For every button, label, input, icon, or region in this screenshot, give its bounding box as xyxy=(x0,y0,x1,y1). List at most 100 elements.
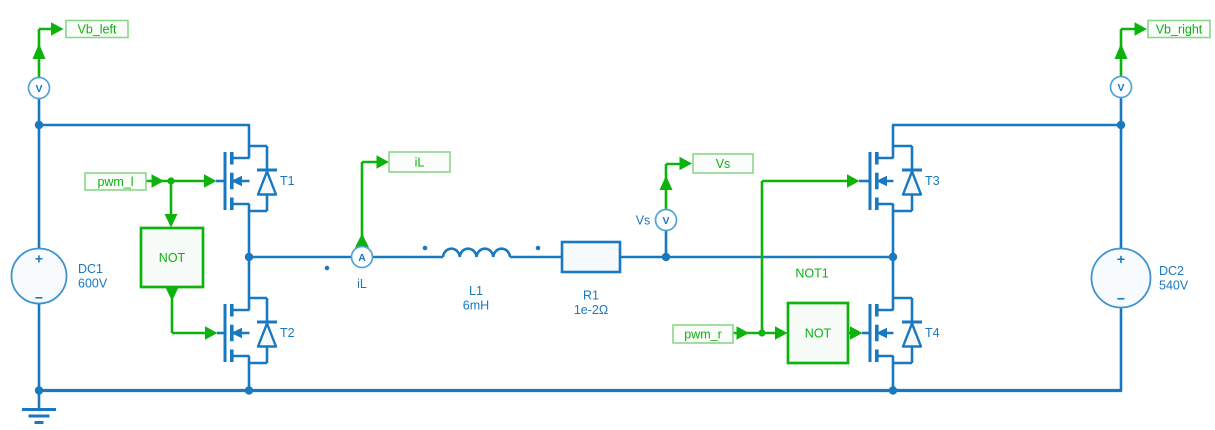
vb-right-text: Vb_right xyxy=(1156,23,1203,37)
r1-box-icon xyxy=(560,240,622,274)
dc2-minus-sign: − xyxy=(1117,291,1125,307)
arrow-right-icon xyxy=(51,22,64,36)
junction-dot xyxy=(244,252,254,262)
il-box xyxy=(388,151,451,173)
signal-label-il[interactable]: iL xyxy=(388,151,451,173)
not1-name-label: NOT1 xyxy=(795,267,828,281)
voltmeter-left-letter: V xyxy=(35,83,42,95)
t1-source-arrow-icon xyxy=(231,175,242,187)
mosfet-t2[interactable]: T2 xyxy=(223,296,295,365)
signal-arrowheads xyxy=(32,22,1147,340)
r1-name-label: R1 xyxy=(583,289,599,303)
voltmeter-vs-letter: V xyxy=(662,215,669,227)
vb-left-text: Vb_left xyxy=(78,23,117,37)
dc-source-dc2[interactable]: + − DC2 540V xyxy=(1090,247,1189,309)
arrow-right-icon xyxy=(205,326,218,340)
pwm-l-wire xyxy=(146,179,206,215)
voltmeter-left[interactable]: V xyxy=(27,76,51,100)
voltmeter-vs-name-label: Vs xyxy=(636,214,651,228)
not-left-box-icon xyxy=(139,226,205,289)
voltmeter-right-circle-icon xyxy=(1109,75,1133,99)
signal-label-pwm-r[interactable]: pwm_r xyxy=(672,324,734,344)
junction-dots xyxy=(34,120,1126,395)
arrow-right-icon xyxy=(204,174,217,188)
signal-label-pwm-l[interactable]: pwm_l xyxy=(84,172,147,191)
arrow-up-icon xyxy=(659,175,673,190)
junction-dot xyxy=(1116,120,1126,130)
t2-diode-wires xyxy=(249,296,269,365)
t1-label: T1 xyxy=(280,174,295,188)
voltmeter-right[interactable]: V xyxy=(1109,75,1133,99)
t4-source-arrow-icon xyxy=(876,327,887,339)
t3-source-arrow-icon xyxy=(876,175,887,187)
ammeter-letter: A xyxy=(358,252,366,264)
t1-diode-wires xyxy=(249,144,269,213)
junction-dot xyxy=(661,252,671,262)
dc2-plus-sign: + xyxy=(1117,251,1125,267)
mosfet-t3[interactable]: T3 xyxy=(868,144,940,213)
not-left-label: NOT xyxy=(159,251,186,265)
pwm-r-text: pwm_r xyxy=(684,328,722,342)
junction-dot xyxy=(888,386,898,395)
arrow-right-icon xyxy=(736,326,749,340)
signal-label-vs[interactable]: Vs xyxy=(692,153,754,174)
il-text: iL xyxy=(415,156,425,170)
t4-label: T4 xyxy=(925,326,940,340)
dc1-minus-sign: − xyxy=(35,290,43,306)
l1-coil-icon xyxy=(441,247,512,258)
t2-label: T2 xyxy=(280,326,295,340)
not-gate-left[interactable]: NOT xyxy=(139,226,205,289)
arrow-down-icon xyxy=(165,287,179,301)
voltmeter-right-letter: V xyxy=(1117,82,1124,94)
dc-source-dc1[interactable]: + − DC1 600V xyxy=(10,247,108,306)
l1-value-label: 6mH xyxy=(463,299,489,313)
arrow-right-icon xyxy=(679,156,692,171)
il-probe-wire xyxy=(360,160,378,241)
dc1-circle-icon xyxy=(10,247,68,305)
junction-dot xyxy=(244,386,254,395)
signal-junction-dot xyxy=(167,177,175,185)
voltmeter-vs[interactable]: V Vs xyxy=(636,208,678,232)
mosfet-t4[interactable]: T4 xyxy=(868,296,940,365)
signal-junction-dot xyxy=(758,329,766,337)
pwm-l-text: pwm_l xyxy=(97,175,133,189)
dc2-name-label: DC2 xyxy=(1159,264,1184,278)
dc2-circle-icon xyxy=(1090,247,1152,309)
arrow-right-icon xyxy=(1134,22,1147,36)
inductor-l1[interactable]: L1 6mH xyxy=(441,247,512,313)
polarity-dot xyxy=(535,245,541,251)
arrow-right-icon xyxy=(151,174,164,188)
ground-symbol[interactable] xyxy=(22,391,56,424)
not-gate-right[interactable]: NOT NOT1 xyxy=(786,267,850,365)
not-right-label: NOT xyxy=(805,327,832,341)
arrow-down-icon xyxy=(164,214,178,228)
vs-text: Vs xyxy=(716,157,731,171)
vb-right-box xyxy=(1147,19,1211,39)
mosfet-t1[interactable]: T1 xyxy=(223,144,295,213)
dc2-value-label: 540V xyxy=(1159,279,1189,293)
resistor-r1[interactable]: R1 1e-2Ω xyxy=(560,240,622,317)
pwm-r-to-t3-wire xyxy=(760,179,849,333)
ammeter-name-label: iL xyxy=(357,277,367,291)
t4-diode-wires xyxy=(893,296,914,365)
arrow-right-icon xyxy=(376,155,389,169)
l1-name-label: L1 xyxy=(469,284,483,298)
pwm-r-box xyxy=(672,324,734,344)
t3-body-diode-icon xyxy=(901,170,923,196)
not-right-box-icon xyxy=(786,301,850,365)
arrow-right-icon xyxy=(775,326,788,340)
arrow-up-icon xyxy=(1114,43,1128,59)
vb-left-box xyxy=(65,19,129,39)
pwm-l-box xyxy=(84,172,147,191)
arrow-right-icon xyxy=(850,326,863,340)
not-left-out-wire xyxy=(170,289,206,335)
signal-label-vb-left[interactable]: Vb_left xyxy=(65,19,129,39)
signal-label-vb-right[interactable]: Vb_right xyxy=(1147,19,1211,39)
ammeter-circle-icon xyxy=(350,245,374,269)
vs-box xyxy=(692,153,754,174)
arrow-right-icon xyxy=(847,174,860,188)
t3-diode-wires xyxy=(893,144,914,213)
ammeter-il[interactable]: A iL xyxy=(350,245,374,292)
